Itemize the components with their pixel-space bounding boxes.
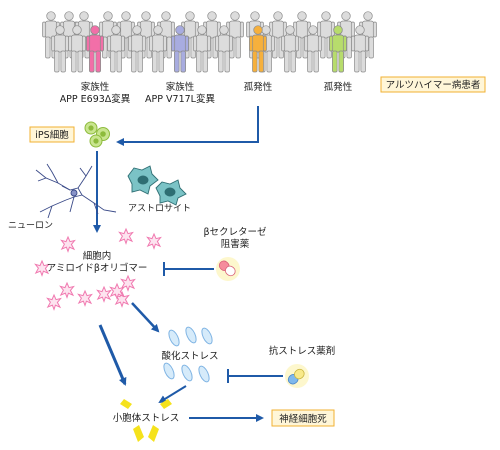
sporadic-label-2: 孤発性	[324, 81, 353, 93]
neuronal-death-box: 神経細胞死	[271, 409, 335, 427]
arrow-oligomer-to-oxidative	[131, 302, 160, 333]
ips-cells	[84, 121, 110, 148]
neuronal-death-label: 神経細胞死	[279, 413, 327, 425]
mutation-label-1: APP E693Δ変異	[60, 93, 131, 105]
familial-label-2: 家族性	[166, 81, 195, 93]
sporadic-label-1: 孤発性	[244, 81, 273, 93]
neuron-label: ニューロン	[8, 221, 53, 231]
er-stress-rays	[120, 399, 172, 442]
ips-label: iPS細胞	[35, 129, 69, 141]
familial-label-1: 家族性	[81, 81, 110, 93]
beta-drug-label-1: βセクレターゼ	[203, 226, 267, 238]
oligomer-label-1: 細胞内	[83, 250, 112, 262]
beta-drug-label-2: 阻害薬	[221, 238, 250, 250]
er-stress-label: 小胞体ストレス	[113, 412, 180, 424]
arrow-oligomer-to-er	[98, 324, 127, 386]
oxidative-stress-label: 酸化ストレス	[161, 350, 218, 362]
antistress-drug-label: 抗ストレス薬剤	[269, 345, 336, 357]
arrow-oxidative-to-er	[158, 385, 187, 404]
arrow-patients-to-ips	[116, 106, 259, 146]
legend-label: アルツハイマー病患者	[386, 79, 481, 91]
ips-box: iPS細胞	[29, 126, 75, 143]
inhibition-antistress	[227, 369, 283, 383]
astrocyte-icon	[127, 165, 187, 206]
antistress-pill-icon	[285, 364, 309, 388]
inhibition-beta	[163, 262, 214, 276]
beta-inhibitor-pill-icon	[216, 257, 240, 281]
oligomer-label-2: アミロイドβオリゴマー	[47, 262, 148, 274]
patient-crowd	[42, 11, 377, 73]
legend-box: アルツハイマー病患者	[380, 76, 486, 93]
neuron-icon	[35, 163, 117, 219]
mutation-label-2: APP V717L変異	[145, 93, 215, 105]
astrocyte-label: アストロサイト	[128, 203, 191, 214]
